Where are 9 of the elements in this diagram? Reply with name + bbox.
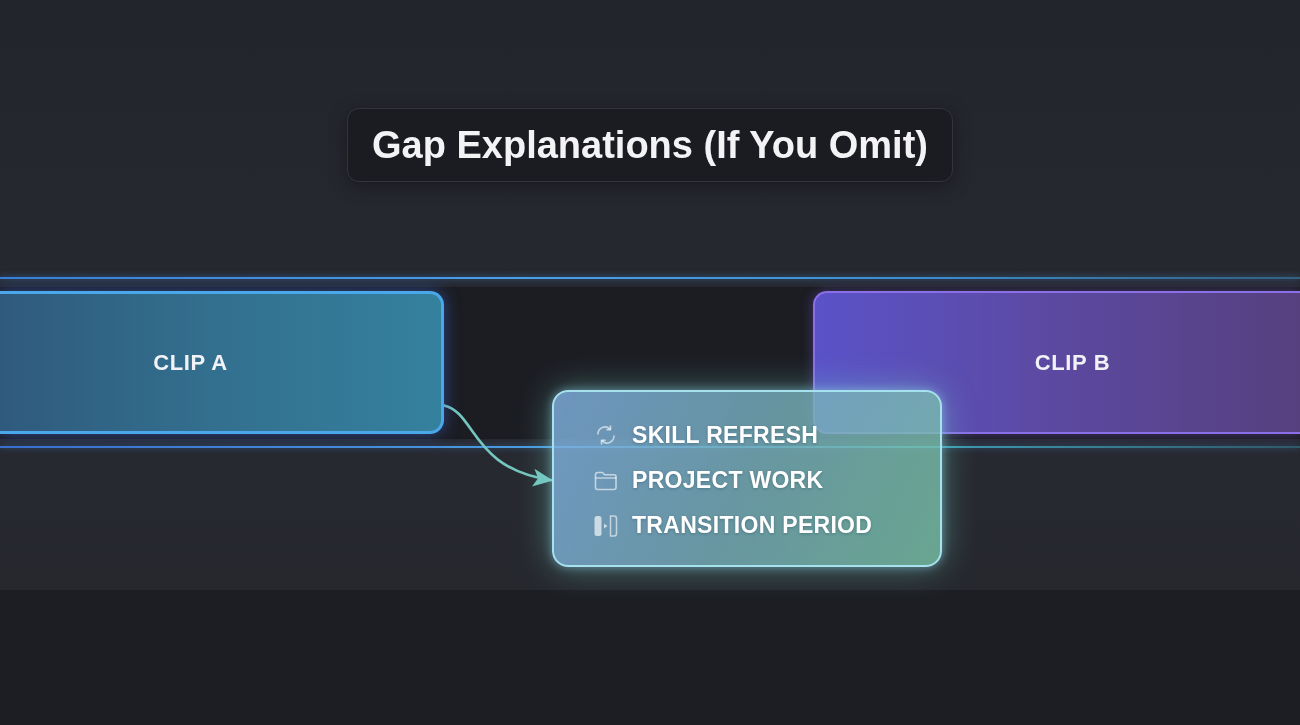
clip-label: CLIP B bbox=[1034, 349, 1111, 376]
item-label: SKILL REFRESH bbox=[632, 422, 819, 449]
item-label: TRANSITION PERIOD bbox=[632, 512, 873, 539]
title-text: Gap Explanations (If You Omit) bbox=[372, 123, 928, 167]
clip-bar bbox=[0, 291, 444, 434]
popup-card bbox=[552, 390, 942, 567]
curved-arrow bbox=[442, 404, 554, 486]
clip-label: CLIP A bbox=[153, 349, 228, 376]
item-label: PROJECT WORK bbox=[632, 467, 824, 494]
